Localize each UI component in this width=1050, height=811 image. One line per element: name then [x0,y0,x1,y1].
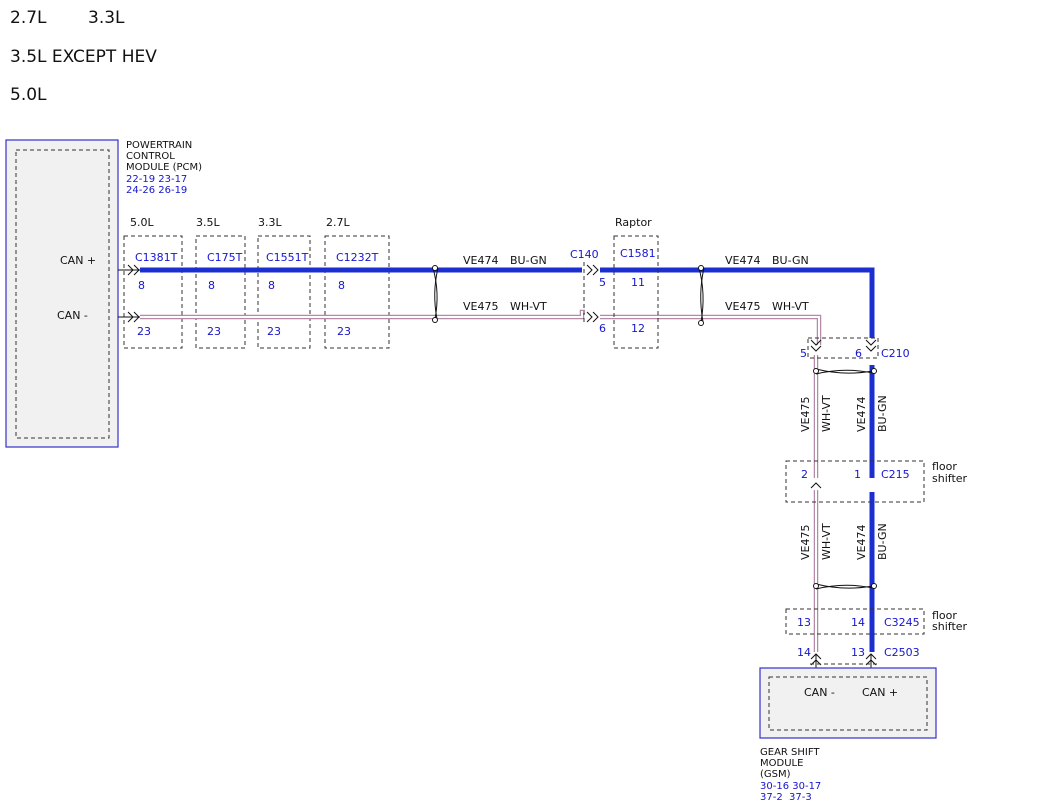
connector-c3245-note-line2: shifter [932,620,968,633]
connector-c1581-name: C1581 [620,247,656,260]
connector-c215-note-line2: shifter [932,472,968,485]
connector-c140-pin-bottom: 6 [599,322,606,335]
gsm-module-inner-box [768,676,928,731]
pcm-ref-line1: 22-19 23-17 [126,174,187,185]
pcm-name-line2: CONTROL [126,151,175,162]
wire-label-can-high-circuit-2: VE474 [725,254,760,267]
connector-c175t-pin-top: 8 [208,279,215,292]
wire-label-can-high-color-4: BU-GN [876,523,889,560]
connector-c210-name: C210 [881,347,910,360]
connector-c1232t-box [324,235,390,349]
connector-c1551t-pin-bottom: 23 [267,325,281,338]
legend-3-5l-except-hev: 3.5L EXCEPT HEV [10,47,157,67]
connector-c1232t-name: C1232T [336,251,379,264]
pcm-module-box [5,139,119,448]
wire-label-can-low-circuit-4: VE475 [799,525,812,560]
engine-label-5-0l: 5.0L [130,216,154,229]
wire-label-can-low-circuit-2: VE475 [725,300,760,313]
engine-label-3-5l: 3.5L [196,216,220,229]
wire-label-can-low-circuit-3: VE475 [799,397,812,432]
connector-c1551t-pin-top: 8 [268,279,275,292]
connector-c1581-pin-bottom: 12 [631,322,645,335]
wire-label-can-high-color-2: BU-GN [772,254,809,267]
twisted-pair-marker-2 [698,265,705,326]
legend-5-0l: 5.0L [10,85,47,105]
connector-c3245-name: C3245 [884,616,920,629]
connector-c215-name: C215 [881,468,910,481]
connector-c3245-note-line1: floor [932,609,957,622]
gsm-name-line2: MODULE [760,758,803,769]
gsm-pin-can-minus: CAN - [804,686,835,699]
wire-label-can-low-color-4: WH-VT [820,523,833,560]
gsm-name-line3: (GSM) [760,769,791,780]
connector-c175t-box [195,235,246,349]
wire-label-can-high-color-3: BU-GN [876,395,889,432]
legend-3-3l: 3.3L [88,8,125,28]
pcm-arrow-group [118,264,140,323]
connector-c2503-name: C2503 [884,646,920,659]
connector-c1581-box [613,235,659,349]
connector-c1581-variant: Raptor [615,216,652,229]
wire-label-can-high-circuit-4: VE474 [855,525,868,560]
connector-c3245-pin-right: 14 [851,616,865,629]
connector-c1381t-pin-bottom: 23 [137,325,151,338]
wire-label-can-low-color-1: WH-VT [510,300,547,313]
wire-label-can-low-color-3: WH-VT [820,395,833,432]
engine-label-3-3l: 3.3L [258,216,282,229]
connector-c140-arrows [586,264,599,323]
pcm-name-line1: POWERTRAIN [126,140,192,151]
gsm-module-box [759,667,937,739]
connector-c215-pin-left: 2 [801,468,808,481]
pcm-module-inner-box [15,149,110,439]
gsm-ref-line1: 30-16 30-17 [760,781,821,792]
connector-c210-arrows [810,339,877,352]
connector-c1381t-pin-top: 8 [138,279,145,292]
connector-c210-box [807,337,879,359]
connector-c215-pin-right: 1 [854,468,861,481]
twisted-pair-marker-1 [432,265,439,323]
connector-c1381t-name: C1381T [135,251,178,264]
connector-c1232t-pin-top: 8 [338,279,345,292]
engine-label-2-7l: 2.7L [326,216,350,229]
twisted-pair-marker-3 [813,368,877,375]
can-low-wire [140,309,822,652]
gsm-pin-can-plus: CAN + [862,686,898,699]
connector-c215-box [785,460,925,503]
wire-label-can-high-circuit-1: VE474 [463,254,498,267]
connector-c175t-name: C175T [207,251,243,264]
connector-c210-pin-right: 6 [855,347,862,360]
pcm-pin-can-minus: CAN - [57,309,88,322]
connector-c215-note-line1: floor [932,460,957,473]
wire-label-can-low-circuit-1: VE475 [463,300,498,313]
wire-label-can-low-color-2: WH-VT [772,300,809,313]
engine-connector-group: 5.0L 3.5L 3.3L 2.7L C1381T C175T C1551T … [123,216,390,349]
connector-c175t-pin-bottom: 23 [207,325,221,338]
connector-c140-pin-top: 5 [599,276,606,289]
connector-c140-name: C140 [570,248,599,261]
wire-label-can-high-color-1: BU-GN [510,254,547,267]
connector-c1551t-box [257,235,311,349]
pcm-ref-line2: 24-26 26-19 [126,185,187,196]
connector-c2503-pin-left: 14 [797,646,811,659]
pcm-pin-can-plus: CAN + [60,254,96,267]
connector-c215-arrows [810,482,822,489]
connector-c1232t-pin-bottom: 23 [337,325,351,338]
legend-2-7l: 2.7L [10,8,47,28]
connector-c1581-pin-top: 11 [631,276,645,289]
gsm-name-line1: GEAR SHIFT [760,747,820,758]
connector-c1551t-name: C1551T [266,251,309,264]
connector-c1381t-box [123,235,183,349]
can-high-wire [140,267,875,652]
connector-c3245-box [785,608,925,635]
connector-c210-pin-left: 5 [800,347,807,360]
twisted-pair-marker-4 [813,583,877,590]
gsm-ref-line2: 37-2 37-3 [760,792,812,803]
pcm-name-line3: MODULE (PCM) [126,162,202,173]
connector-c2503-pin-right: 13 [851,646,865,659]
wire-label-can-high-circuit-3: VE474 [855,397,868,432]
connector-c3245-pin-left: 13 [797,616,811,629]
